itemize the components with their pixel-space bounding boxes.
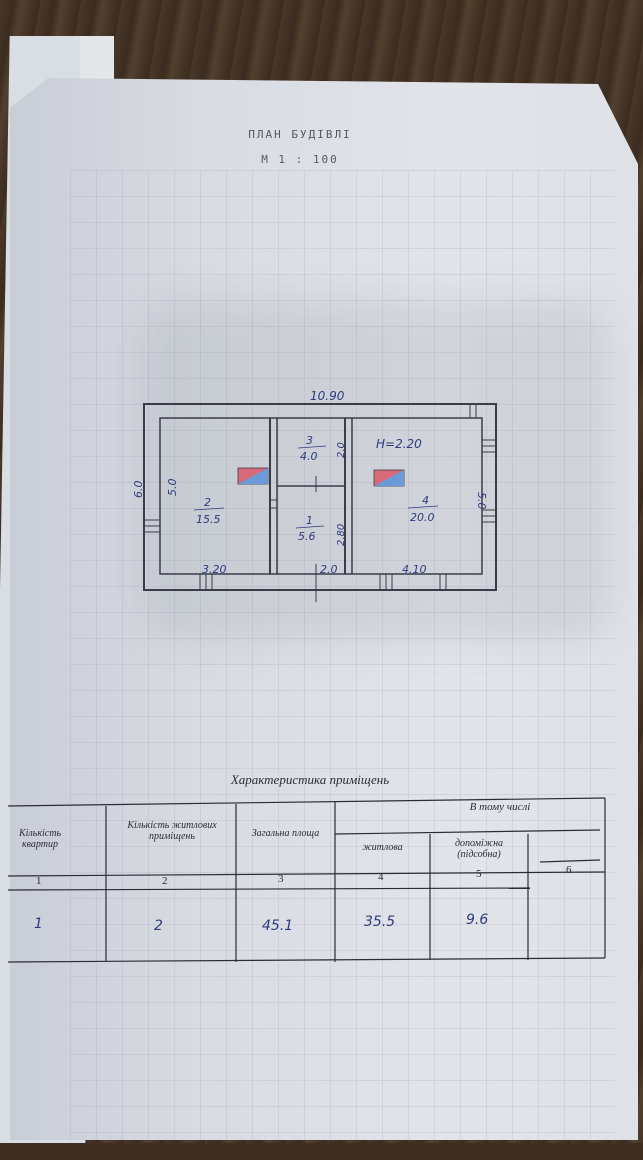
stove-icon [237, 467, 269, 485]
value-living-rooms: 2 [154, 918, 163, 934]
column-number: 6 [566, 864, 572, 876]
header-total-area: Загальна площа [251, 828, 320, 839]
column-number: 1 [36, 875, 42, 887]
inner-wall-outline [159, 417, 483, 575]
characteristics-table [7, 797, 606, 963]
document-scale: М 1 : 100 [261, 153, 339, 166]
room-2-area: 15.5 [196, 513, 221, 526]
room-3-area: 4.0 [300, 450, 318, 463]
graph-paper-grid [70, 170, 615, 1140]
header-living: житлова [362, 842, 403, 853]
dim-bottom-left: 3.20 [202, 563, 227, 576]
room-3-number: 3 [306, 434, 313, 447]
room-1-number: 1 [306, 514, 313, 527]
dim-left-room-height: 5.0 [166, 479, 179, 497]
value-total-area: 45.1 [262, 918, 294, 934]
table-title: Характеристика приміщень [230, 772, 390, 787]
column-number: 2 [162, 875, 168, 887]
dim-bottom-middle: 2.0 [320, 563, 338, 576]
floor-plan: 10.90 6.0 5.0 5.0 Н=2.20 2 15.5 3 4.0 2.… [132, 389, 497, 602]
window-marks [144, 404, 496, 590]
header-apartments: Кількість квартир [19, 828, 61, 850]
room-2-number: 2 [204, 496, 211, 509]
room-4-number: 4 [422, 494, 429, 507]
room-1-area: 5.6 [298, 530, 316, 543]
dim-left-height: 6.0 [132, 481, 145, 499]
value-apartments: 1 [34, 916, 43, 932]
header-auxiliary: допоміжна (підсобна) [454, 838, 504, 860]
dim-bottom-right: 4.10 [402, 563, 427, 576]
column-number: 4 [378, 871, 384, 883]
value-auxiliary: 9.6 [466, 912, 489, 928]
dim-overall-width: 10.90 [310, 389, 345, 403]
ceiling-height: Н=2.20 [376, 437, 422, 451]
document-title: ПЛАН БУДІВЛІ [248, 128, 352, 141]
room-4-area: 20.0 [410, 511, 435, 524]
column-number: 3 [278, 873, 284, 885]
dim-right-height: 5.0 [475, 492, 488, 510]
stove-icon [373, 469, 405, 487]
outer-wall [143, 403, 497, 591]
header-living-rooms: Кількість житлових приміщень [127, 820, 217, 842]
dim-room3-side: 2.0 [336, 442, 347, 458]
value-living: 35.5 [364, 914, 396, 930]
dim-room1-side: 2.80 [336, 524, 347, 546]
document-page [10, 78, 638, 1140]
header-including: В тому числі [469, 801, 531, 813]
column-number: 5 [476, 868, 482, 880]
